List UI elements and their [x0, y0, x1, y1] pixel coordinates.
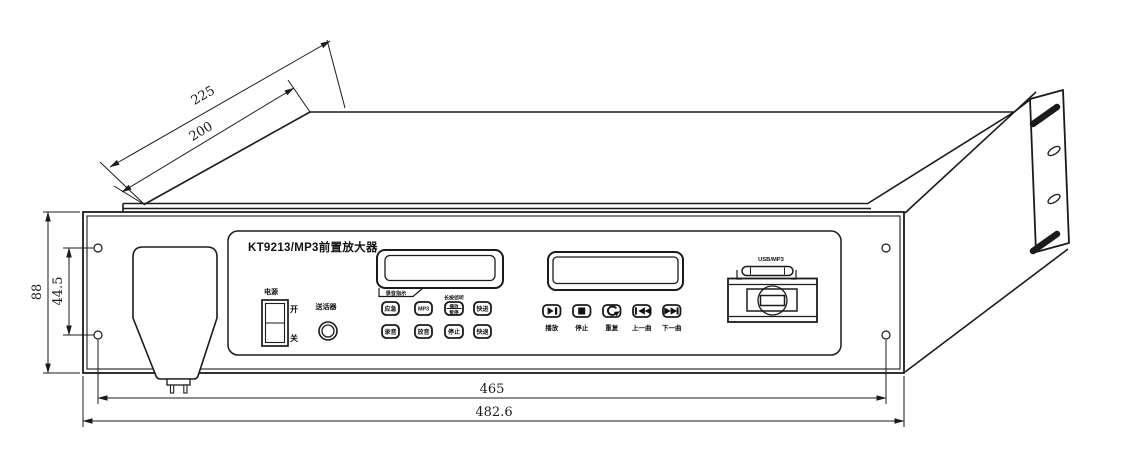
mic-prong-right — [183, 384, 188, 394]
stop-button-label: 停止 — [448, 328, 460, 336]
playback-button — [414, 324, 433, 339]
stop-icon — [578, 307, 586, 315]
mount-hole-top-right — [881, 243, 891, 253]
previous-track-icon — [634, 307, 652, 315]
usb-plug — [741, 265, 794, 277]
mp3-repeat-label: 重复 — [605, 323, 619, 332]
mp3-display-screen — [552, 256, 679, 285]
mp3-next-label: 下一曲 — [662, 323, 682, 332]
split-button-top-label: 播放 — [449, 303, 459, 310]
mount-hole-bottom-right — [881, 330, 891, 340]
mp3-display — [547, 251, 684, 291]
power-switch — [261, 299, 289, 347]
record-display-screen — [384, 254, 496, 282]
rewind-button — [473, 324, 492, 339]
flange-hole-upper — [1047, 145, 1061, 157]
dim-label-44-5: 44.5 — [51, 277, 66, 306]
power-switch-group: 电源 开 关 — [261, 287, 298, 347]
mic-base-tab — [166, 378, 191, 386]
emergency-button — [381, 301, 400, 316]
mount-hole-bottom-left — [93, 330, 103, 340]
mp3-stop-label: 停止 — [575, 323, 589, 332]
record-button — [381, 324, 400, 339]
mp3-button-label: MP3 — [418, 307, 429, 313]
usb-slot-body — [727, 277, 818, 323]
emergency-button-label: 应急 — [384, 305, 396, 313]
mp3-next-button — [662, 304, 682, 318]
mp3-repeat-button — [602, 304, 622, 318]
front-panel-inner — [86, 215, 901, 370]
usb-socket — [759, 294, 786, 307]
mp3-button-cluster: 播放 停止 重复 上一曲 下一曲 — [542, 304, 682, 332]
top-left-receding-edge — [144, 111, 311, 205]
playback-button-label: 放音 — [416, 328, 429, 336]
play-pause-split-button — [444, 301, 464, 316]
power-off-label: 关 — [290, 333, 298, 343]
mic-connector-group: 送话器 — [315, 302, 338, 341]
flange-slot-top — [1029, 103, 1061, 128]
dim-label-465: 465 — [480, 382, 505, 397]
dim-line-200 — [121, 87, 295, 193]
fast-forward-button — [473, 301, 492, 316]
usb-module: USB/MP3 — [727, 257, 818, 323]
dim-label-88: 88 — [30, 284, 45, 301]
fast-forward-button-label: 快进 — [475, 305, 488, 313]
mp3-stop-button — [572, 304, 592, 318]
dim-line-225 — [109, 40, 331, 168]
rear-mount-flange — [1029, 89, 1070, 253]
record-button-cluster: 长按侦听 应急 MP3 播放 暂停 快进 录音 放音 停止 快退 — [381, 295, 492, 339]
mp3-button — [414, 301, 433, 316]
mic-prong-left — [169, 384, 175, 394]
usb-slot-ring — [757, 285, 788, 316]
front-panel — [82, 211, 905, 374]
top-right-receding-edge — [866, 111, 1015, 205]
repeat-icon — [606, 305, 620, 317]
power-label: 电源 — [264, 287, 278, 296]
control-face — [227, 230, 842, 356]
dim-label-225: 225 — [189, 83, 218, 108]
mp3-previous-label: 上一曲 — [632, 323, 652, 332]
dim-label-200: 200 — [187, 119, 216, 145]
stop-button — [444, 324, 464, 339]
record-indicator-tab — [378, 287, 424, 298]
mount-hole-top-left — [93, 243, 103, 253]
long-press-label: 长按侦听 — [444, 295, 464, 302]
record-indicator-label: 录音指示 — [386, 289, 407, 297]
record-display: 录音指示 — [376, 249, 504, 298]
record-button-label: 录音 — [384, 328, 396, 336]
mp3-play-button — [542, 304, 562, 318]
power-on-label: 开 — [290, 305, 298, 314]
mic-connector — [318, 321, 338, 341]
next-track-icon — [664, 307, 679, 315]
split-button-bottom-label: 暂停 — [449, 309, 459, 316]
flange-hole-lower — [1047, 193, 1061, 205]
side-bottom-edge — [904, 248, 1069, 373]
mp3-play-label: 播放 — [545, 323, 559, 332]
panel-title: KT9213/MP3前置放大器 — [248, 240, 378, 254]
dim-label-482-6: 482.6 — [475, 405, 512, 420]
chassis-body — [122, 89, 1070, 373]
side-top-edge — [904, 91, 1037, 214]
rewind-button-label: 快退 — [475, 328, 488, 336]
mic-connector-label: 送话器 — [315, 302, 338, 311]
flange-slot-bottom — [1029, 230, 1061, 255]
hand-microphone — [132, 246, 218, 394]
play-pause-icon — [547, 307, 558, 315]
front-panel-outer — [82, 211, 905, 374]
usb-label: USB/MP3 — [758, 257, 785, 263]
